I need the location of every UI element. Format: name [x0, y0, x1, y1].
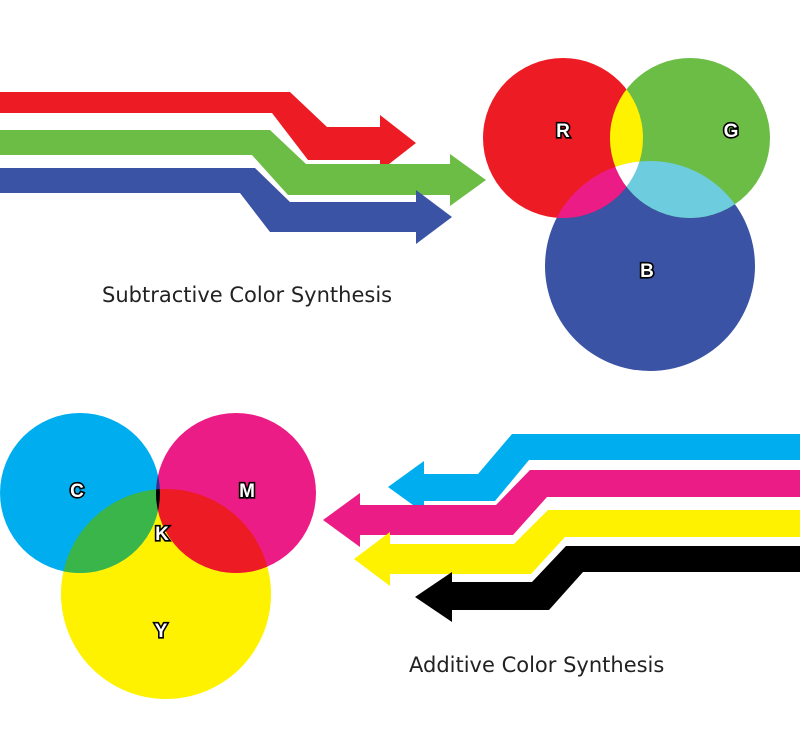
additive-caption: Additive Color Synthesis	[409, 653, 664, 677]
cyan-arrow	[388, 434, 800, 513]
red-arrow	[0, 92, 416, 171]
yellow-arrow	[354, 510, 800, 586]
cmyk-venn: C M K Y	[0, 413, 316, 699]
cmyk-arrows	[323, 434, 800, 622]
cyan-label: C	[70, 481, 84, 502]
rgb-venn: R G B	[483, 58, 770, 371]
blue-arrow	[0, 168, 452, 244]
cyan-yellow-overlap	[61, 489, 160, 573]
green-label: G	[724, 121, 739, 142]
subtractive-caption: Subtractive Color Synthesis	[102, 283, 392, 307]
rgb-arrows	[0, 92, 486, 244]
black-arrow	[415, 546, 800, 622]
magenta-arrow	[323, 470, 800, 547]
red-label: R	[556, 121, 570, 142]
black-label: K	[155, 524, 169, 545]
green-arrow	[0, 130, 486, 206]
green-blue-overlap	[610, 161, 755, 218]
magenta-yellow-overlap	[156, 489, 271, 573]
blue-label: B	[640, 261, 654, 282]
magenta-label: M	[239, 481, 255, 502]
yellow-label: Y	[155, 621, 168, 642]
